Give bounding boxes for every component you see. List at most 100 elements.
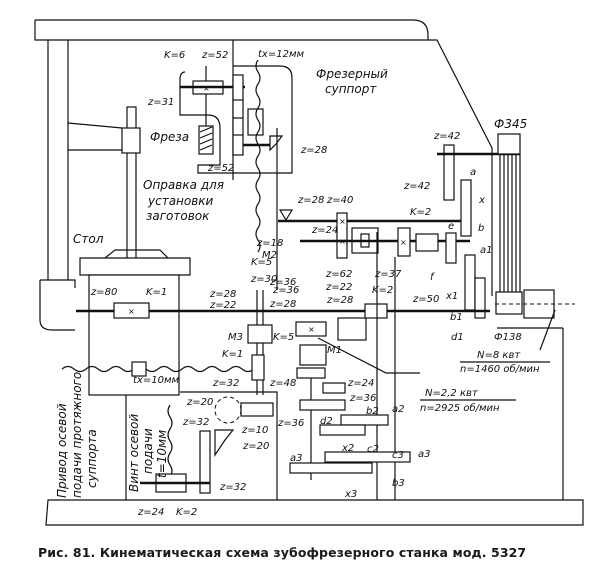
label-z48: z=48 [269,378,296,389]
worm-k1-lower [251,354,265,381]
svg-text:×: × [400,238,407,247]
label-z36-upper: z=36 [269,277,296,288]
mandrel-holder [121,127,141,154]
label-k2-upper: K=2 [410,207,431,218]
label-z80: z=80 [90,287,117,298]
axial-screw [167,404,173,478]
label-f: f [430,272,435,283]
label-a: a [470,167,476,178]
gear-z40-z62 [336,212,348,259]
milling-support-housing [179,65,293,174]
clutch-m3 [247,324,273,344]
label-motor-main-speed: n=1460 об/мин [460,363,540,375]
label-z42-top: z=42 [433,131,460,142]
label-z18: z=18 [256,238,283,249]
label-z22-a: z=22 [209,300,236,311]
label-a3-left: a3 [290,453,303,464]
label-k6: K=6 [164,50,185,61]
label-mandrel-1: Оправка для [143,178,224,192]
label-m2: M2 [262,250,277,261]
gear-b2-a2 [340,414,389,426]
gear-a-b [460,179,472,237]
label-table: Стол [73,232,104,246]
worm-k2-lower [364,303,388,319]
worm-k2-upper [397,227,411,257]
label-z28-b: z=28 [297,195,324,206]
label-mandrel-3: заготовок [146,209,210,223]
gear-e-f [445,232,457,264]
svg-text:×: × [203,84,210,93]
label-z40: z=40 [326,195,353,206]
label-z42-bottom: z=42 [403,181,430,192]
label-z52-bottom: z=52 [207,163,234,174]
label-z28-c: z=28 [209,289,236,300]
gear-z42-pair [443,144,455,201]
column-base-left [39,279,76,331]
label-z32-b: z=32 [182,417,209,428]
label-b3: b3 [392,478,405,489]
table-nut [131,361,147,377]
label-tx-12: tx=12мм [258,49,304,60]
label-z28-e: z=28 [326,295,353,306]
label-x1: x1 [445,291,458,302]
gear-d1 [474,277,486,319]
gear-c3-a3 [324,451,411,463]
label-x: x [478,195,485,206]
label-k5-upper: K=5 [251,257,272,268]
label-k5-lower: K=5 [273,332,294,343]
gear-z20-dashed [214,396,242,424]
label-z22-b: z=22 [325,282,352,293]
label-z28-a: z=28 [300,145,327,156]
label-d2: d2 [320,416,333,427]
gear-z10 [240,402,274,417]
label-z32-a: z=32 [212,378,239,389]
svg-text:×: × [308,325,315,334]
label-x2: x2 [341,443,354,454]
label-d1: d1 [451,332,464,343]
label-m1: M1 [327,345,342,356]
gear-z32-pair [199,430,211,494]
label-z10: z=10 [241,425,268,436]
label-axial-screw-1: Винт осевой [127,414,141,492]
gear-z52-stack [232,74,244,156]
label-m3: M3 [228,332,243,343]
motor-aux [337,317,367,341]
label-z30: z=30 [250,274,277,285]
lower-housing [125,391,278,500]
label-z24-axial: z=24 [137,507,164,518]
figure-caption: Рис. 81. Кинематическая схема зубофрезер… [38,545,527,560]
label-z52-top: z=52 [201,50,228,61]
label-a1: a1 [480,245,493,256]
gear-a1-b1 [464,254,476,311]
label-z36-d: z=36 [277,418,304,429]
label-milling-support-2: суппорт [325,82,377,96]
label-motor-aux-speed: n=2925 об/мин [420,402,500,414]
worm-k1-table [113,302,150,319]
label-b: b [478,223,484,234]
label-z24-lower: z=24 [347,378,374,389]
label-z31: z=31 [147,97,174,108]
label-a3-right: a3 [418,449,431,460]
gear-z36-pair [299,399,346,411]
label-motor-main-power: N=8 квт [477,350,521,361]
machine-bed [45,499,584,526]
label-z50: z=50 [412,294,439,305]
belt [499,154,521,310]
label-k1-lower: K=1 [222,349,243,360]
label-z36-b: z=36 [272,285,299,296]
worm-k5-lower [295,321,327,337]
lead-screw-vertical [255,59,261,253]
label-x3: x3 [344,489,357,500]
label-z62: z=62 [325,269,352,280]
label-b1: b1 [450,312,463,323]
label-axial-screw-3: t=10мм [155,430,169,478]
label-z20-b: z=20 [242,441,269,452]
table-top [79,257,191,276]
label-c3: c3 [392,450,404,461]
label-milling-support-1: Фрезерный [316,67,388,81]
label-z24-upper: z=24 [311,225,338,236]
label-z20-a: z=20 [186,397,213,408]
label-k2-middle: K=2 [372,285,393,296]
table-lead-screw [61,365,255,373]
bevel-gear-z28-top [269,135,284,152]
